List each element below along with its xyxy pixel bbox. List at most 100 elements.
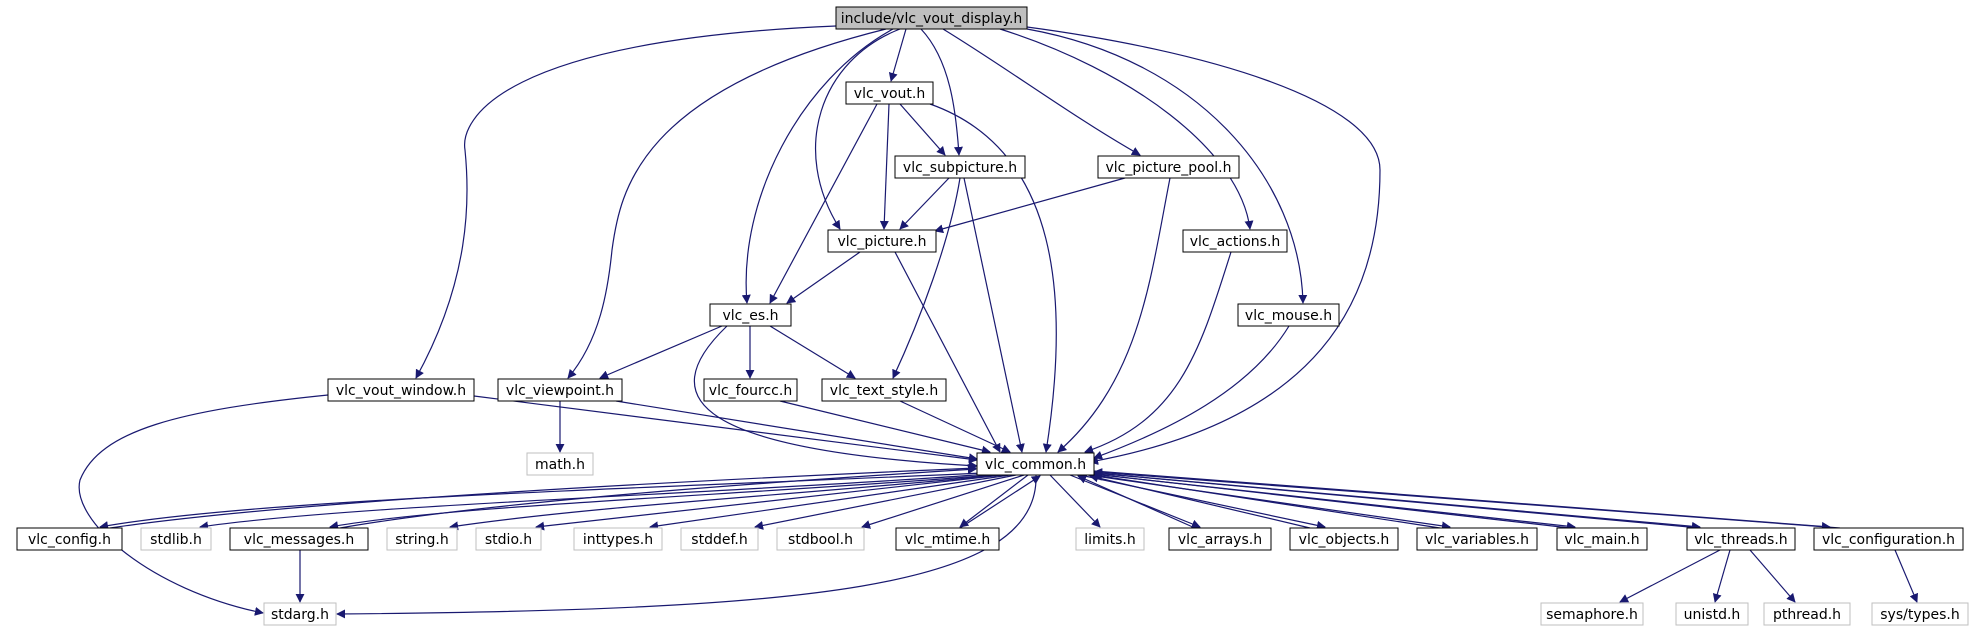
edge-subpicture-common [963, 177, 1025, 453]
node-label: vlc_viewpoint.h [506, 383, 614, 399]
node-box [1813, 527, 1964, 551]
edge-root-actions [999, 28, 1254, 230]
node-es[interactable]: vlc_es.h [709, 303, 792, 327]
node-box [821, 378, 947, 402]
node-unistd[interactable]: unistd.h [1675, 602, 1749, 626]
node-box [1540, 602, 1644, 626]
node-fourcc[interactable]: vlc_fourcc.h [703, 378, 798, 402]
node-configuration[interactable]: vlc_configuration.h [1813, 527, 1964, 551]
node-box [1556, 527, 1648, 551]
node-box [1097, 155, 1240, 179]
node-pthread[interactable]: pthread.h [1763, 602, 1851, 626]
node-vout[interactable]: vlc_vout.h [845, 81, 934, 105]
node-label: vlc_picture.h [837, 234, 926, 250]
node-box [386, 527, 458, 551]
node-box [1686, 527, 1796, 551]
node-objects[interactable]: vlc_objects.h [1289, 527, 1399, 551]
node-label: vlc_mtime.h [905, 532, 990, 548]
node-box [845, 81, 934, 105]
edge-root-es [741, 28, 894, 304]
node-mouse[interactable]: vlc_mouse.h [1237, 303, 1340, 327]
node-stdarg[interactable]: stdarg.h [263, 602, 337, 626]
edge-common-messages [329, 474, 994, 530]
node-label: vlc_vout_window.h [336, 383, 466, 399]
edge-config-common [109, 463, 977, 529]
node-box [1075, 527, 1145, 551]
node-box [1182, 229, 1288, 253]
node-stddef[interactable]: stddef.h [680, 527, 759, 551]
edge-picture-common [894, 251, 1001, 453]
nodes-layer: include/vlc_vout_display.h vlc_vout.h vl… [16, 6, 1969, 626]
node-viewpoint[interactable]: vlc_viewpoint.h [497, 378, 623, 402]
edge-root-viewpoint [567, 28, 887, 379]
node-stdbool[interactable]: stdbool.h [776, 527, 865, 551]
node-label: string.h [395, 532, 449, 548]
node-label: inttypes.h [583, 532, 653, 548]
edge-common-stdlib [199, 473, 991, 531]
node-limits[interactable]: limits.h [1075, 527, 1145, 551]
edge-root-mouse [1026, 28, 1308, 304]
node-box [1763, 602, 1851, 626]
node-picture[interactable]: vlc_picture.h [827, 229, 937, 253]
node-box [475, 527, 542, 551]
node-label: vlc_main.h [1564, 532, 1639, 548]
node-semaphore[interactable]: semaphore.h [1540, 602, 1644, 626]
node-box [263, 602, 337, 626]
edge-vout-subpicture [899, 103, 946, 156]
node-label: vlc_objects.h [1299, 532, 1390, 548]
node-subpicture[interactable]: vlc_subpicture.h [894, 155, 1026, 179]
edge-vout-es [769, 103, 878, 304]
node-text-style[interactable]: vlc_text_style.h [821, 378, 947, 402]
edge-root-subpicture [920, 28, 963, 156]
node-config[interactable]: vlc_config.h [16, 527, 123, 551]
edge-common-limits [1049, 474, 1101, 528]
node-string[interactable]: string.h [386, 527, 458, 551]
node-stdlib[interactable]: stdlib.h [140, 527, 212, 551]
edge-actions-common [1084, 251, 1232, 454]
edge-objects-common [1089, 473, 1311, 529]
node-box [497, 378, 623, 402]
edge-picture-es [786, 251, 861, 304]
edge-picture-pool-common [1057, 177, 1171, 453]
node-common[interactable]: vlc_common.h [976, 452, 1095, 476]
node-label: vlc_messages.h [244, 532, 354, 548]
edge-es-viewpoint [599, 325, 723, 379]
node-sys-types[interactable]: sys/types.h [1871, 602, 1969, 626]
node-box [1416, 527, 1538, 551]
node-vout-window[interactable]: vlc_vout_window.h [327, 378, 475, 402]
node-box [140, 527, 212, 551]
node-label: vlc_arrays.h [1178, 532, 1262, 548]
node-box [1675, 602, 1749, 626]
node-actions[interactable]: vlc_actions.h [1182, 229, 1288, 253]
node-box [976, 452, 1095, 476]
node-math[interactable]: math.h [526, 452, 594, 476]
node-arrays[interactable]: vlc_arrays.h [1168, 527, 1272, 551]
node-inttypes[interactable]: inttypes.h [573, 527, 663, 551]
node-box [827, 229, 937, 253]
node-main[interactable]: vlc_main.h [1556, 527, 1648, 551]
node-threads[interactable]: vlc_threads.h [1686, 527, 1796, 551]
node-box [703, 378, 798, 402]
edge-common-inttypes [649, 474, 1011, 531]
node-picture-pool[interactable]: vlc_picture_pool.h [1097, 155, 1240, 179]
node-root[interactable]: include/vlc_vout_display.h [835, 6, 1028, 30]
node-label: stddef.h [691, 532, 747, 548]
node-box [526, 452, 594, 476]
node-messages[interactable]: vlc_messages.h [229, 527, 369, 551]
node-label: vlc_es.h [722, 308, 778, 324]
node-label: vlc_common.h [985, 457, 1086, 473]
edge-root-picture [815, 28, 901, 230]
node-mtime[interactable]: vlc_mtime.h [895, 527, 1000, 551]
node-label: vlc_subpicture.h [903, 160, 1017, 176]
node-stdio[interactable]: stdio.h [475, 527, 542, 551]
node-box [1871, 602, 1969, 626]
edge-root-common [1026, 26, 1381, 465]
edge-fourcc-common [779, 400, 991, 455]
node-label: math.h [535, 457, 585, 473]
node-variables[interactable]: vlc_variables.h [1416, 527, 1538, 551]
edge-common-stdio [535, 474, 1004, 531]
edges-layer [78, 25, 1918, 619]
node-label: include/vlc_vout_display.h [841, 11, 1023, 27]
node-label: stdio.h [485, 532, 532, 548]
node-box [776, 527, 865, 551]
